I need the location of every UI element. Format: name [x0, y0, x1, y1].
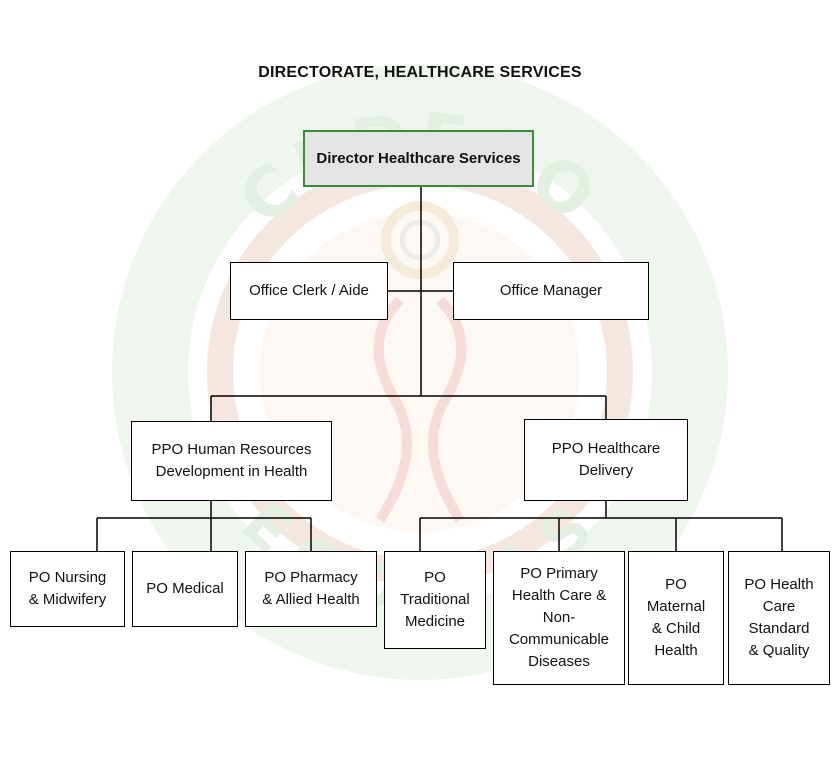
node-ppo-hr: PPO Human Resources Development in Healt… — [131, 421, 332, 501]
node-po-pharmacy: PO Pharmacy & Allied Health — [245, 551, 377, 627]
node-office-clerk: Office Clerk / Aide — [230, 262, 388, 320]
node-ppo-hr-label: PPO Human Resources Development in Healt… — [151, 441, 312, 480]
node-office-manager-label: Office Manager — [499, 282, 603, 299]
node-po-standard: PO Health Care Standard & Quality — [728, 551, 830, 685]
node-office-manager: Office Manager — [453, 262, 649, 320]
node-po-medical-label: PO Medical — [146, 580, 224, 597]
node-po-standard-label: PO Health Care Standard & Quality — [744, 576, 814, 659]
node-po-maternal-label: PO Maternal & Child Health — [646, 576, 706, 659]
node-po-nursing-label: PO Nursing & Midwifery — [28, 569, 107, 608]
node-po-maternal: PO Maternal & Child Health — [628, 551, 724, 685]
node-po-medical: PO Medical — [132, 551, 238, 627]
node-po-primary: PO Primary Health Care & Non- Communicab… — [493, 551, 625, 685]
node-po-traditional-label: PO Traditional Medicine — [400, 569, 470, 630]
node-po-nursing: PO Nursing & Midwifery — [10, 551, 125, 627]
node-director-label: Director Healthcare Services — [316, 149, 521, 167]
node-po-pharmacy-label: PO Pharmacy & Allied Health — [262, 569, 360, 608]
node-office-clerk-label: Office Clerk / Aide — [249, 282, 369, 299]
node-ppo-delivery-label: PPO Healthcare Delivery — [551, 440, 661, 479]
node-po-primary-label: PO Primary Health Care & Non- Communicab… — [508, 565, 610, 670]
node-po-traditional: PO Traditional Medicine — [384, 551, 486, 649]
chart-title: DIRECTORATE, HEALTHCARE SERVICES — [258, 64, 582, 81]
node-director: Director Healthcare Services — [303, 130, 534, 187]
node-ppo-delivery: PPO Healthcare Delivery — [524, 419, 688, 501]
